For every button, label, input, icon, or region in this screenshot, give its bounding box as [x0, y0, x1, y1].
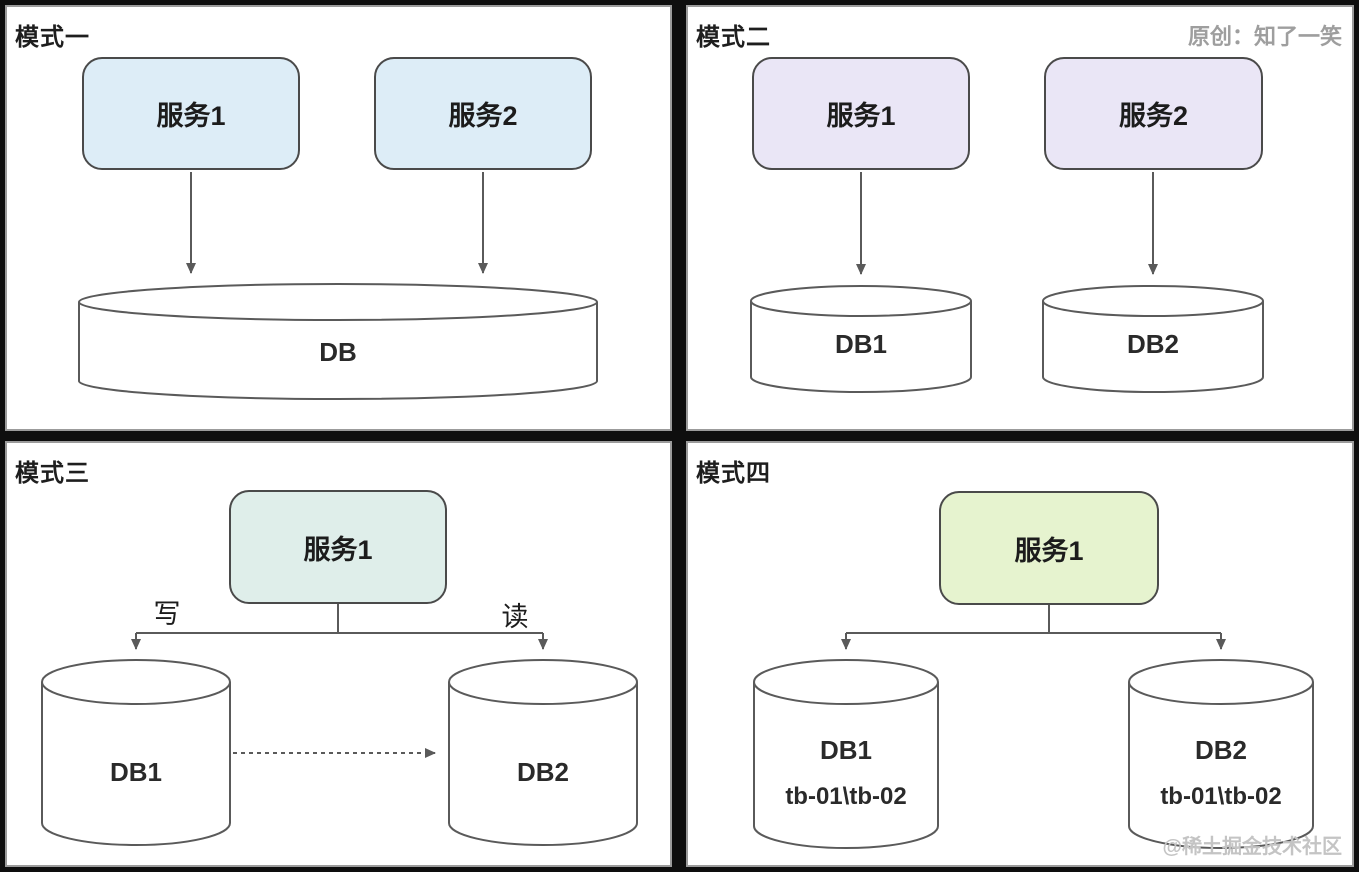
service-node-2: 服务2	[1044, 57, 1263, 170]
service-label: 服务2	[1118, 101, 1189, 131]
db1-cylinder	[750, 285, 972, 393]
db1-label: DB1	[834, 329, 887, 359]
db1-tables-label: tb-01\tb-02	[785, 783, 907, 810]
service-label: 服务1	[303, 534, 373, 565]
db-label: DB	[319, 337, 357, 367]
db2-label: DB2	[1126, 329, 1179, 359]
db2-label: DB2	[516, 757, 569, 787]
connector-tree	[841, 605, 1226, 650]
db-cylinder	[78, 283, 598, 400]
connector-layer	[41, 604, 638, 846]
author-watermark: 原创：知了一笑	[1187, 24, 1342, 49]
service-label: 服务2	[448, 101, 518, 131]
db2-label: DB2	[1194, 735, 1247, 765]
db2-cylinder	[448, 659, 638, 846]
panel-title: 模式一	[15, 24, 90, 51]
db1-label: DB1	[109, 757, 162, 787]
service-node-1: 服务1	[752, 57, 970, 170]
panel-title: 模式四	[696, 460, 771, 487]
connector-layer	[750, 172, 1264, 393]
connector-layer	[78, 172, 598, 400]
read-edge-label: 读	[501, 602, 529, 632]
service-node-1: 服务1	[229, 490, 447, 604]
service-node-1: 服务1	[82, 57, 300, 170]
db2-cylinder	[1128, 659, 1314, 849]
connector-tree	[131, 604, 548, 650]
db2-tables-label: tb-01\tb-02	[1160, 783, 1282, 810]
service-node-2: 服务2	[374, 57, 592, 170]
service-node-1: 服务1	[939, 491, 1159, 605]
db1-label: DB1	[819, 735, 872, 765]
connector-layer	[753, 605, 1314, 849]
write-edge-label: 写	[153, 599, 181, 629]
service-label: 服务1	[826, 101, 896, 131]
panel-pattern-1: 模式一 服务1 服务2 DB	[5, 5, 672, 431]
community-watermark: @稀土掘金技术社区	[1162, 836, 1342, 858]
panel-title: 模式二	[696, 24, 771, 51]
service-label: 服务1	[156, 101, 226, 131]
db1-cylinder	[41, 659, 231, 846]
db2-cylinder	[1042, 285, 1264, 393]
panel-pattern-3: 模式三 服务1 写 读 DB1 DB2	[5, 441, 672, 867]
panel-pattern-2: 模式二 原创：知了一笑 服务1 服务2 DB1 DB2	[686, 5, 1354, 431]
panel-pattern-4: 模式四 服务1 DB1 tb-01\tb-02 DB2 tb-01\tb-02 …	[686, 441, 1354, 867]
panel-title: 模式三	[15, 460, 90, 487]
db1-cylinder	[753, 659, 939, 849]
service-label: 服务1	[1014, 535, 1084, 566]
